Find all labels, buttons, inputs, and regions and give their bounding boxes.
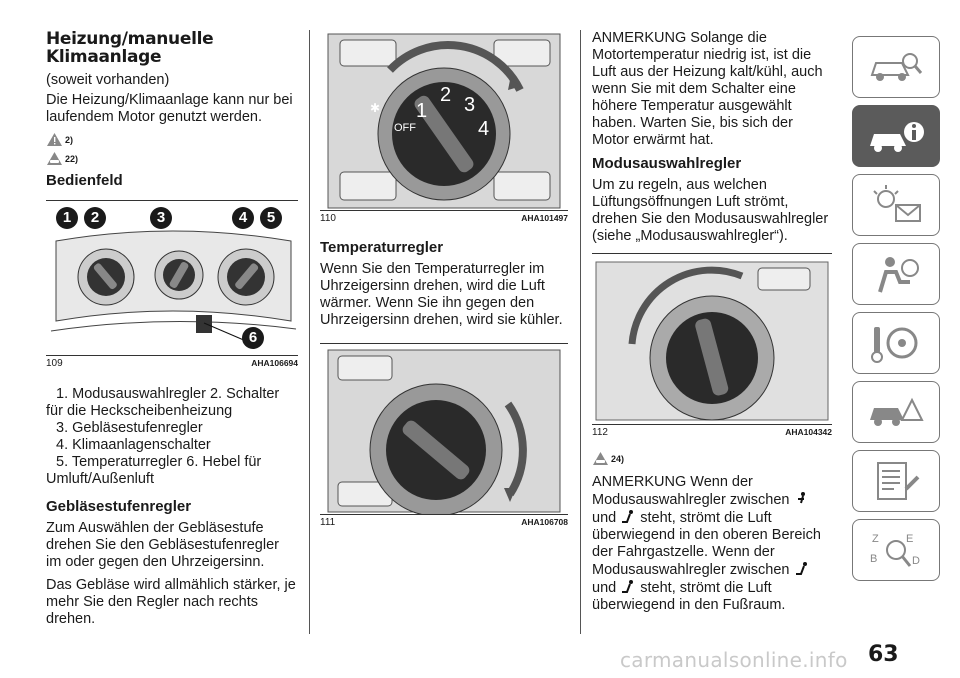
- dial-label-off: OFF: [394, 122, 416, 134]
- column-divider: [580, 30, 581, 634]
- page-number: 63: [868, 642, 899, 667]
- temperature-dial-illustration: [327, 349, 561, 517]
- service-checklist-icon: [877, 462, 920, 500]
- mode-heading: Modusauswahlregler: [592, 155, 742, 172]
- figure-112: [592, 253, 832, 425]
- control-panel-illustration: [50, 230, 297, 342]
- note-engine-temperature: ANMERKUNG Solange die Motortemperatur ni…: [592, 30, 823, 148]
- panel-heading: Bedienfeld: [46, 172, 123, 189]
- warning-triangle-icon: [47, 133, 62, 146]
- airflow-face-feet-icon: [622, 510, 634, 523]
- callout-5: 5: [260, 207, 282, 229]
- mode-text: Um zu regeln, aus welchen Lüftungsöffnun…: [592, 177, 829, 244]
- dial-label-2: 2: [440, 84, 452, 106]
- temperature-text: Wenn Sie den Temperaturregler im Uhrzeig…: [320, 261, 563, 328]
- column-divider: [309, 30, 310, 634]
- legend-item: 1. Modusauswahlregler 2. Schalter für di…: [46, 386, 280, 419]
- column-2: ✱ OFF 1 2 3 4 110 AHA101497 Temperaturre…: [320, 30, 568, 531]
- index-search-icon: Z E B D: [870, 533, 920, 567]
- svg-text:Z: Z: [872, 533, 879, 545]
- dial-label-4: 4: [478, 118, 490, 140]
- svg-text:E: E: [906, 533, 913, 545]
- figure-caption: 110 AHA101497: [320, 213, 568, 224]
- legend-item: 3. Gebläsestufenregler: [56, 420, 203, 436]
- figure-caption: 112 AHA104342: [592, 427, 832, 438]
- dial-label-3: 3: [464, 94, 476, 116]
- caution-ref[interactable]: 24): [592, 451, 832, 466]
- airflow-feet-defrost-icon: [622, 580, 634, 593]
- callout-6: 6: [242, 327, 264, 349]
- legend-list: 1. Modusauswahlregler 2. Schalter für di…: [46, 386, 298, 488]
- column-1: Heizung/manuelle Klimaanlage (soweit vor…: [46, 30, 298, 634]
- callout-4: 4: [232, 207, 254, 229]
- legend-item: 5. Temperaturregler 6. Hebel für Umluft/…: [46, 454, 262, 487]
- fan-heading: Gebläsestufenregler: [46, 498, 192, 515]
- tab-service-checklist[interactable]: [852, 450, 940, 512]
- temperature-heading: Temperaturregler: [320, 239, 444, 256]
- intro-text: Die Heizung/Klimaanlage kann nur bei lau…: [46, 92, 293, 125]
- caution-ref[interactable]: 22): [46, 151, 298, 166]
- tab-car-info[interactable]: [852, 105, 940, 167]
- tab-warning-lights[interactable]: [852, 174, 940, 236]
- fan-text-1: Zum Auswählen der Gebläsestufe drehen Si…: [46, 520, 279, 570]
- figure-111: [320, 343, 568, 517]
- chapter-sidebar: Z E B D: [852, 36, 942, 588]
- caution-car-icon: [47, 152, 62, 165]
- steering-key-icon: [871, 327, 918, 363]
- caution-car-icon: [593, 452, 608, 465]
- fan-speed-dial-illustration: ✱: [327, 33, 561, 209]
- mode-dial-illustration: [595, 261, 829, 421]
- car-search-icon: [870, 53, 923, 81]
- figure-caption: 111 AHA106708: [320, 517, 568, 528]
- legend-item: 4. Klimaanlagenschalter: [56, 437, 211, 453]
- tab-car-search[interactable]: [852, 36, 940, 98]
- car-info-icon: [870, 122, 924, 152]
- note-mode-airflow: ANMERKUNG Wenn der Modusauswahlregler zw…: [592, 474, 821, 613]
- car-breakdown-icon: [870, 397, 924, 426]
- callout-3: 3: [150, 207, 172, 229]
- airbag-person-icon: [878, 257, 919, 293]
- callout-1: 1: [56, 207, 78, 229]
- tab-airbag-person[interactable]: [852, 243, 940, 305]
- tab-car-breakdown[interactable]: [852, 381, 940, 443]
- fan-text-2: Das Gebläse wird allmählich stärker, je …: [46, 577, 296, 627]
- tab-steering-key[interactable]: [852, 312, 940, 374]
- column-3: ANMERKUNG Solange die Motortemperatur ni…: [592, 30, 832, 620]
- warning-lights-icon: [873, 185, 921, 222]
- airflow-feet-icon: [795, 562, 807, 575]
- section-title: Heizung/manuelle Klimaanlage: [46, 29, 214, 67]
- tab-index-search[interactable]: Z E B D: [852, 519, 940, 581]
- figure-110: ✱ OFF 1 2 3 4: [320, 30, 568, 211]
- airflow-face-icon: [797, 492, 805, 504]
- callout-2: 2: [84, 207, 106, 229]
- subtitle: (soweit vorhanden): [46, 72, 170, 88]
- figure-caption: 109 AHA106694: [46, 358, 298, 369]
- figure-109: 1 2 3 4 5 6: [46, 200, 298, 356]
- dial-label-1: 1: [416, 100, 428, 122]
- watermark: carmanualsonline.info: [620, 648, 848, 672]
- svg-text:B: B: [870, 553, 877, 565]
- svg-text:D: D: [912, 555, 920, 567]
- svg-text:✱: ✱: [370, 101, 380, 115]
- warning-ref[interactable]: 2): [46, 132, 298, 147]
